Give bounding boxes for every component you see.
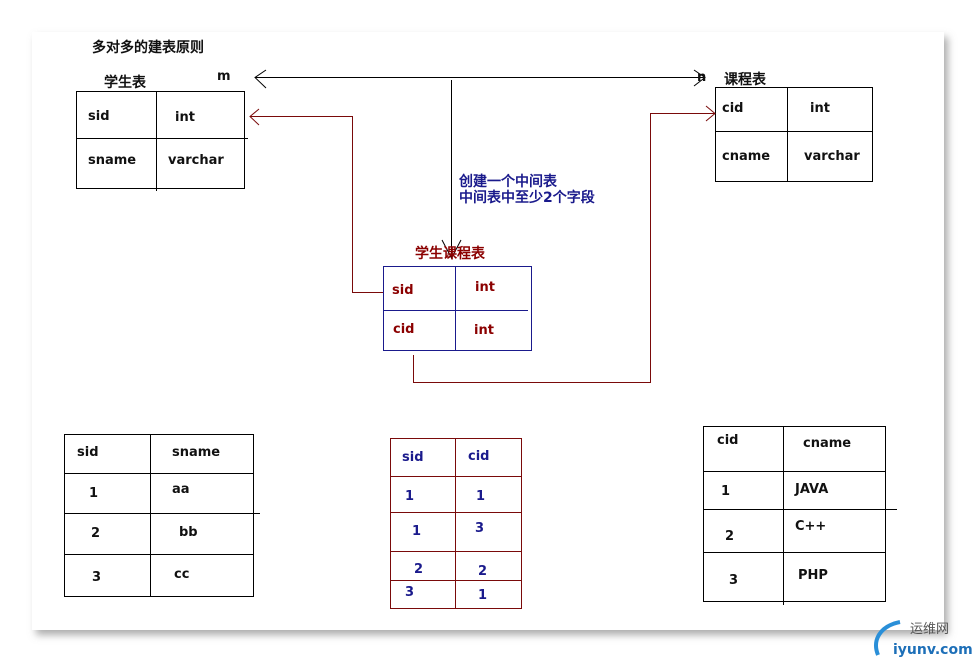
middle-table-label: 学生课程表: [415, 245, 486, 262]
note-line-1: 创建一个中间表: [458, 173, 558, 190]
student-schema-table: [76, 91, 248, 191]
table-cell: 3: [729, 573, 738, 588]
table-header: sid: [77, 445, 99, 460]
table-header: cid: [717, 433, 738, 448]
table-cell: 1: [478, 588, 487, 603]
schema-cell: sid: [88, 109, 110, 124]
table-cell: cc: [174, 567, 189, 582]
schema-cell: int: [475, 280, 495, 295]
table-cell: 2: [725, 529, 734, 544]
student-data-table: [64, 434, 260, 597]
schema-cell: sname: [88, 153, 136, 168]
schema-cell: varchar: [168, 153, 224, 168]
table-cell: 2: [478, 564, 487, 579]
table-cell: JAVA: [794, 482, 828, 497]
note-line-2: 中间表中至少2个字段: [459, 189, 595, 206]
watermark-en: iyunv.com: [893, 642, 973, 658]
table-cell: 1: [405, 489, 414, 504]
table-cell: 1: [89, 486, 98, 501]
table-cell: aa: [172, 482, 190, 497]
course-data-table: [703, 426, 897, 605]
table-cell: bb: [179, 525, 198, 540]
schema-cell: varchar: [804, 149, 860, 164]
schema-cell: cid: [393, 322, 414, 337]
table-header: sname: [172, 445, 220, 460]
diagram-title: 多对多的建表原则: [92, 39, 204, 56]
watermark-logo-icon: [874, 620, 901, 656]
table-cell: 3: [92, 570, 101, 585]
cardinality-n: n: [697, 70, 706, 85]
watermark-cn: 运维网: [910, 622, 949, 637]
table-cell: 3: [405, 585, 414, 600]
course-schema-table: [715, 87, 873, 182]
table-cell: 1: [412, 524, 421, 539]
table-header: sid: [402, 450, 424, 465]
fk-line-sid: [249, 108, 383, 293]
schema-cell: int: [474, 323, 494, 338]
schema-cell: int: [175, 110, 195, 125]
schema-cell: sid: [392, 283, 414, 298]
middle-schema-table: [383, 266, 532, 351]
table-cell: 1: [721, 484, 730, 499]
table-cell: 2: [91, 526, 100, 541]
table-header: cname: [803, 436, 851, 451]
table-cell: 3: [475, 521, 484, 536]
table-cell: PHP: [798, 568, 828, 583]
table-cell: 1: [476, 489, 485, 504]
schema-cell: cname: [722, 149, 770, 164]
fk-line-cid: [413, 105, 716, 383]
many-to-many-arrow: [254, 69, 706, 260]
schema-cell: int: [810, 101, 830, 116]
student-table-label: 学生表: [104, 74, 147, 91]
table-cell: C++: [795, 519, 826, 534]
middle-data-table: [390, 438, 522, 609]
table-header: cid: [468, 449, 489, 464]
table-cell: 2: [414, 562, 423, 577]
course-table-label: 课程表: [724, 71, 767, 88]
schema-cell: cid: [722, 101, 743, 116]
watermark: 运维网 iyunv.com: [874, 620, 973, 658]
cardinality-m: m: [217, 69, 231, 84]
